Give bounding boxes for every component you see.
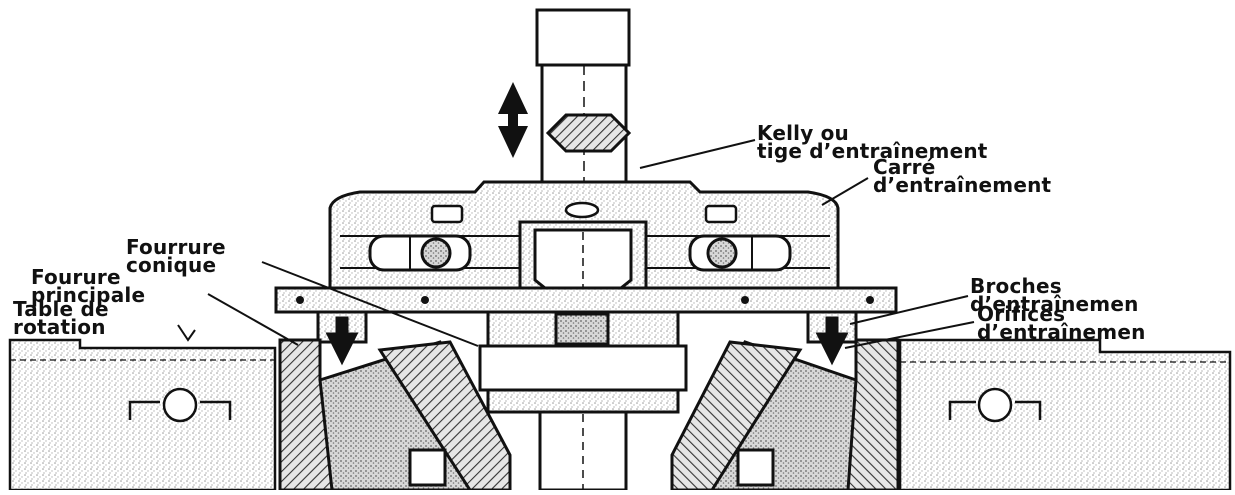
up-down-arrow-icon xyxy=(498,82,528,158)
bushing-bolts xyxy=(430,201,738,224)
drill-pipe xyxy=(538,410,628,492)
hex-nut xyxy=(545,113,632,153)
label-kelly-line1: Kelly ou xyxy=(757,121,850,145)
label-fourrure-conique-line1: Fourrure xyxy=(126,235,226,259)
master-bushing xyxy=(278,338,900,492)
label-fourure-principale-line2: principale xyxy=(31,283,146,307)
label-fourure-principale-line1: Fourure xyxy=(31,265,121,289)
drive-pin-left xyxy=(316,310,368,366)
drive-roller-right xyxy=(688,234,792,272)
label-broches-line1: Broches xyxy=(970,274,1062,298)
label-table-rotation-line1: Table de xyxy=(13,297,109,321)
table-bearing-right xyxy=(948,387,1042,423)
label-kelly-line2: tige d’entraînement xyxy=(757,139,988,163)
tapered-bowl-right xyxy=(670,340,858,492)
label-carre-line2: d’entraînement xyxy=(873,173,1052,197)
lower-collar xyxy=(478,310,688,414)
bushing-flange xyxy=(274,286,898,314)
label-orifices-line2: d’entraînemen xyxy=(977,320,1146,344)
label-orifices: Orifices d’entraînemen xyxy=(977,302,1146,344)
table-bearing-left xyxy=(128,387,232,423)
label-orifices-line1: Orifices xyxy=(977,302,1066,326)
square-drive-opening xyxy=(518,220,648,294)
tapered-bowl-left xyxy=(318,340,512,492)
label-fourrure-conique: Fourrure conique xyxy=(126,235,226,277)
flange-bolts xyxy=(296,296,874,304)
kelly-stem xyxy=(535,8,631,197)
label-table-rotation: Table de rotation xyxy=(13,297,109,339)
label-fourrure-conique-line2: conique xyxy=(126,253,217,277)
label-carre-line1: Carré xyxy=(873,155,936,179)
label-broches-line2: d’entraînemen xyxy=(970,292,1139,316)
label-carre: Carré d’entraînement xyxy=(873,155,1052,197)
drive-roller-left xyxy=(368,234,472,272)
label-kelly: Kelly ou tige d’entraînement xyxy=(757,121,988,163)
rotary-table-housing xyxy=(8,338,1232,492)
label-broches: Broches d’entraînemen xyxy=(970,274,1139,316)
leader-lines xyxy=(177,139,975,349)
label-table-rotation-line2: rotation xyxy=(13,315,106,339)
label-fourure-principale: Fourure principale xyxy=(31,265,146,307)
drive-pin-right xyxy=(806,310,858,366)
